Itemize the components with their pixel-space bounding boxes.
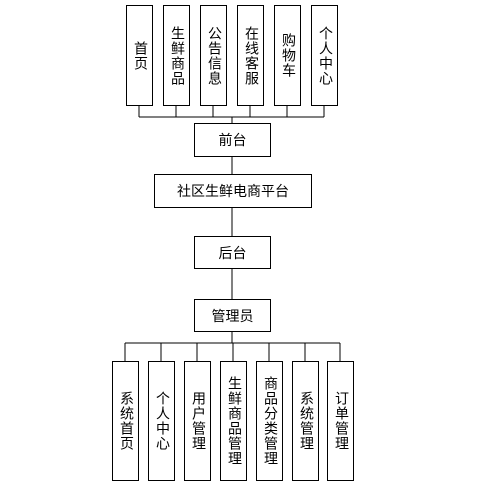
front-module-personal-center: 个人中心 xyxy=(311,5,338,106)
back-module-category-management: 商品分类管理 xyxy=(256,361,283,481)
admin-box: 管理员 xyxy=(194,299,271,332)
front-module-home: 首页 xyxy=(126,5,153,106)
back-module-fresh-product-management: 生鲜商品管理 xyxy=(220,361,247,481)
front-module-announcements: 公告信息 xyxy=(200,5,227,106)
front-hub: 前台 xyxy=(194,123,271,157)
front-module-cart: 购物车 xyxy=(274,5,301,106)
back-module-system-home: 系统首页 xyxy=(112,361,139,481)
back-module-personal-center: 个人中心 xyxy=(148,361,175,481)
back-hub: 后台 xyxy=(194,236,271,269)
back-module-order-management: 订单管理 xyxy=(327,361,354,481)
back-module-user-management: 用户管理 xyxy=(184,361,211,481)
front-module-online-service: 在线客服 xyxy=(237,5,264,106)
front-module-fresh-products: 生鲜商品 xyxy=(163,5,190,106)
back-module-system-management: 系统管理 xyxy=(292,361,319,481)
platform-box: 社区生鲜电商平台 xyxy=(154,174,312,208)
